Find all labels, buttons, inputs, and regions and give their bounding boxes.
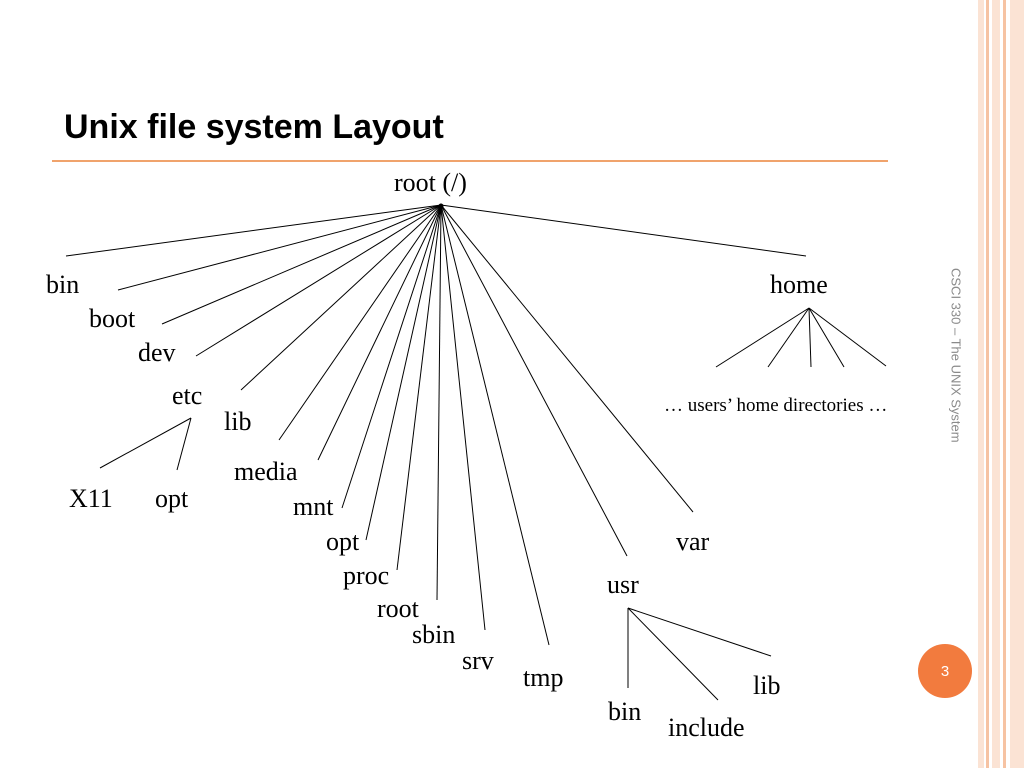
edge-root-dev <box>161 204 442 325</box>
slide-title: Unix file system Layout <box>64 108 444 146</box>
edge-home-user1 <box>715 307 810 368</box>
edge-root-sbin <box>436 204 442 601</box>
right-border-stripe <box>992 0 1000 768</box>
edge-root-lib <box>240 204 442 391</box>
edge-root-proc <box>365 204 442 541</box>
node-var: var <box>676 527 710 556</box>
node-lib: lib <box>224 407 252 436</box>
edge-root-etc <box>195 204 442 357</box>
edge-root-media <box>278 204 442 441</box>
edge-home-user4 <box>808 307 845 368</box>
edge-usr-include <box>627 607 719 701</box>
edge-root-opt <box>341 204 442 509</box>
node-etc-x11: X11 <box>69 484 113 513</box>
node-mnt: mnt <box>293 492 334 521</box>
node-tmp: tmp <box>523 663 564 692</box>
node-boot: boot <box>89 304 136 333</box>
right-border-stripe <box>1010 0 1024 768</box>
edge-usr-lib <box>627 607 772 657</box>
node-usr: usr <box>607 570 639 599</box>
edge-root-root <box>396 204 442 571</box>
node-root: root (/) <box>394 168 467 197</box>
edge-home-user3 <box>808 307 812 368</box>
node-media: media <box>234 457 298 486</box>
right-border-stripe <box>978 0 984 768</box>
home-children-note: … users’ home directories … <box>664 395 888 416</box>
node-srv: srv <box>462 646 494 675</box>
page-number-badge: 3 <box>918 644 972 698</box>
node-home: home <box>770 270 828 299</box>
node-usr-lib: lib <box>753 671 781 700</box>
edge-etc-x11 <box>99 417 192 469</box>
node-etc-opt: opt <box>155 484 189 513</box>
edge-root-boot <box>117 204 442 291</box>
node-opt: opt <box>326 527 360 556</box>
node-etc: etc <box>172 381 203 410</box>
edge-root-srv <box>440 204 486 631</box>
root-junction <box>438 203 444 209</box>
edge-root-var <box>440 204 694 513</box>
edge-root-mnt <box>317 204 442 461</box>
node-sbin: sbin <box>412 620 456 649</box>
edge-root-home <box>440 204 807 257</box>
node-dev: dev <box>138 338 176 367</box>
node-bin: bin <box>46 270 80 299</box>
right-border-stripe <box>986 0 989 768</box>
node-proc: proc <box>343 561 390 590</box>
title-underline <box>52 160 888 162</box>
edge-home-user5 <box>808 307 887 367</box>
edge-root-tmp <box>440 204 550 646</box>
edge-root-bin <box>65 204 442 257</box>
node-usr-bin: bin <box>608 697 642 726</box>
edge-root-usr <box>440 204 628 557</box>
edge-home-user2 <box>767 307 810 368</box>
node-usr-include: include <box>668 713 745 742</box>
node-root-dir: root <box>377 594 419 623</box>
right-border-stripe <box>1003 0 1006 768</box>
edge-etc-opt <box>176 417 192 471</box>
